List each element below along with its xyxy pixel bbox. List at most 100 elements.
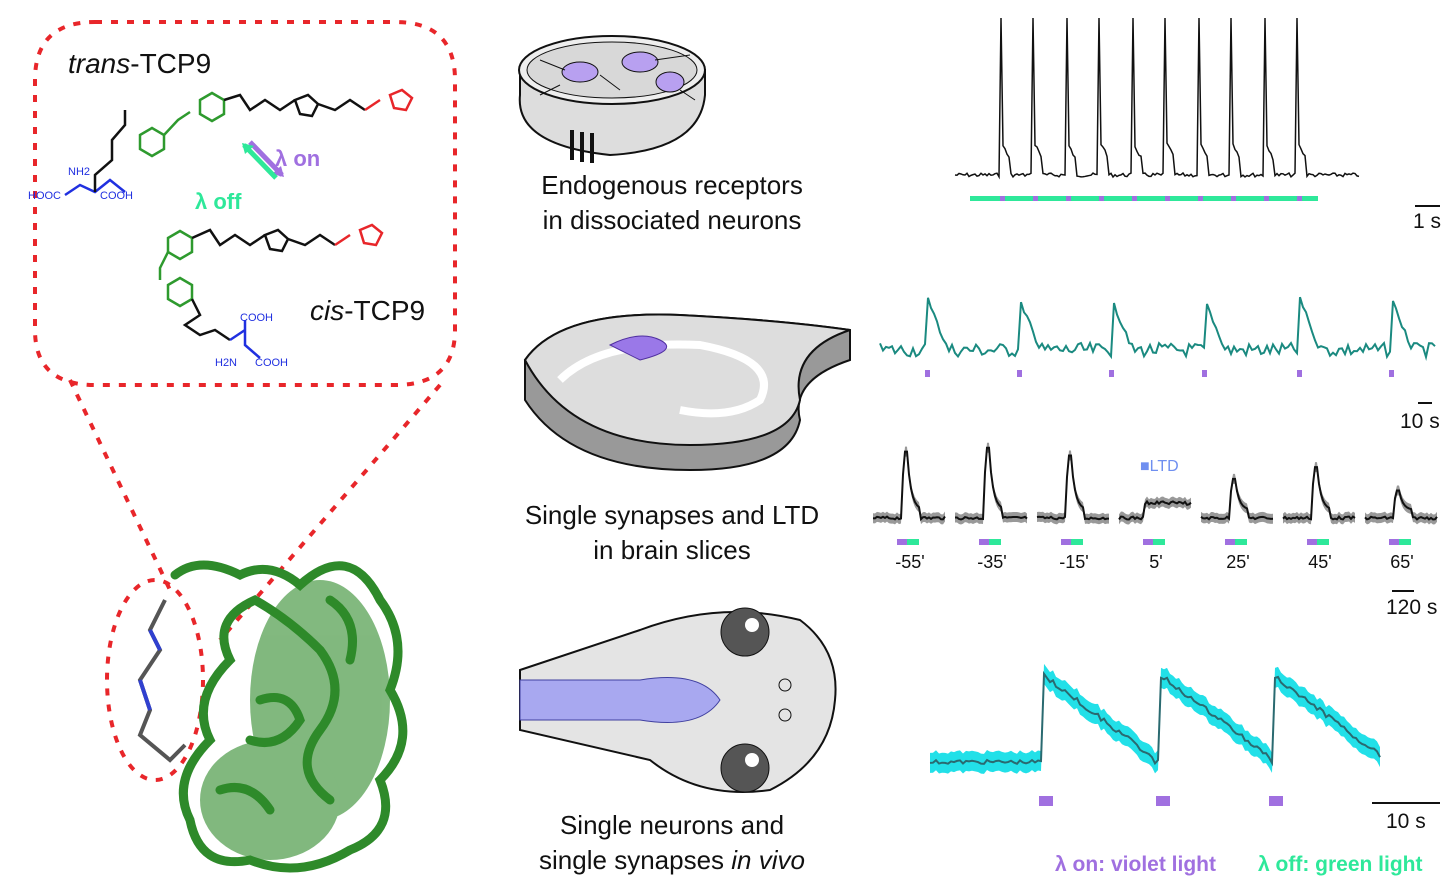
trace-sem-band bbox=[955, 442, 1027, 525]
violet-pulse bbox=[979, 539, 989, 545]
scale-label-10s: 10 s bbox=[1400, 410, 1440, 433]
photoswitch-arrows-icon bbox=[242, 140, 284, 180]
green-pulse bbox=[1071, 539, 1083, 545]
ligand-highlight bbox=[105, 578, 205, 782]
neuron-dish-illustration bbox=[518, 35, 706, 163]
ltd-mini-trace bbox=[872, 450, 946, 522]
hooc-label: HOOC bbox=[28, 190, 61, 202]
scale-bar bbox=[1418, 402, 1432, 404]
callout-box bbox=[33, 20, 457, 387]
trans-prefix: trans bbox=[68, 48, 131, 79]
violet-pulse bbox=[1143, 539, 1153, 545]
cis-suffix: -TCP9 bbox=[344, 295, 426, 326]
scale-label-10s-vivo: 10 s bbox=[1386, 810, 1426, 833]
brain-slice-illustration bbox=[523, 313, 851, 472]
caption-line: single synapses bbox=[539, 845, 732, 875]
caption-line: in dissociated neurons bbox=[542, 205, 802, 235]
caption-line: Single synapses and LTD bbox=[524, 500, 820, 530]
timepoint-label: 65' bbox=[1390, 552, 1414, 572]
green-pulse bbox=[1153, 539, 1165, 545]
violet-pulse bbox=[925, 370, 930, 377]
violet-pulse bbox=[1000, 196, 1005, 201]
callout-line bbox=[68, 379, 172, 591]
trans-suffix: -TCP9 bbox=[130, 48, 212, 79]
trace-sem-band bbox=[930, 663, 1380, 774]
violet-pulse bbox=[1165, 196, 1170, 201]
violet-pulse bbox=[1389, 539, 1399, 545]
trace-sem-band bbox=[1119, 496, 1191, 525]
trans-tcp9-structure bbox=[64, 88, 414, 197]
ltd-mini-trace bbox=[1118, 499, 1192, 521]
cis-prefix: cis bbox=[310, 295, 345, 326]
violet-pulse bbox=[1033, 196, 1038, 201]
violet-pulse bbox=[1307, 539, 1317, 545]
calcium-trace-in-vivo bbox=[929, 670, 1381, 767]
legend-lambda-on: λ on: violet light bbox=[1055, 853, 1216, 876]
legend-lambda-off: λ off: green light bbox=[1258, 853, 1423, 876]
zebrafish-illustration bbox=[519, 607, 837, 793]
lambda-off-label: λ off bbox=[195, 189, 242, 214]
trace-sem-band bbox=[1365, 485, 1437, 525]
trace-sem-band bbox=[1037, 450, 1109, 525]
violet-pulse bbox=[1297, 196, 1302, 201]
green-pulse bbox=[989, 539, 1001, 545]
green-light-bar bbox=[970, 196, 1318, 201]
violet-pulse bbox=[1198, 196, 1203, 201]
violet-pulse bbox=[1269, 796, 1283, 806]
trace-sem-band bbox=[1283, 462, 1355, 525]
caption-line: in brain slices bbox=[593, 535, 751, 565]
ltd-mini-trace bbox=[1282, 466, 1356, 521]
violet-pulse bbox=[897, 539, 907, 545]
violet-pulse bbox=[1066, 196, 1071, 201]
green-pulse bbox=[1399, 539, 1411, 545]
caption-dissociated: Endogenous receptors in dissociated neuro… bbox=[492, 168, 852, 238]
green-pulse bbox=[907, 539, 919, 545]
scale-bar bbox=[1392, 590, 1414, 592]
violet-pulse bbox=[1202, 370, 1207, 377]
ltd-mini-trace bbox=[1036, 454, 1110, 521]
scale-label-1s: 1 s bbox=[1413, 210, 1442, 233]
violet-pulse bbox=[1109, 370, 1114, 377]
violet-pulse bbox=[1297, 370, 1302, 377]
violet-pulse bbox=[1061, 539, 1071, 545]
ltd-label: ■LTD bbox=[1140, 458, 1179, 475]
ltd-mini-trace bbox=[1200, 477, 1274, 521]
trace-sem-band bbox=[873, 446, 945, 525]
nh2-label: NH2 bbox=[68, 166, 91, 178]
scale-bar bbox=[1372, 802, 1440, 804]
caption-italic: in vivo bbox=[731, 845, 805, 875]
violet-pulse bbox=[1132, 196, 1137, 201]
violet-pulse bbox=[1225, 539, 1235, 545]
lambda-on-label: λ on bbox=[275, 146, 321, 171]
cooh-label: COOH bbox=[100, 190, 133, 202]
violet-pulse bbox=[1231, 196, 1236, 201]
timepoint-label: -55' bbox=[895, 552, 925, 572]
violet-pulse bbox=[1017, 370, 1022, 377]
timepoint-label: 25' bbox=[1226, 552, 1250, 572]
violet-pulse bbox=[1039, 796, 1053, 806]
caption-slices: Single synapses and LTD in brain slices bbox=[492, 498, 852, 568]
violet-pulse bbox=[1264, 196, 1269, 201]
scale-bar bbox=[1415, 205, 1440, 207]
ligand-sticks bbox=[137, 599, 187, 763]
caption-line: Single neurons and bbox=[559, 810, 785, 840]
caption-line: Endogenous receptors bbox=[541, 170, 803, 200]
ltd-mini-trace bbox=[954, 446, 1028, 521]
timepoint-label: 45' bbox=[1308, 552, 1332, 572]
calcium-trace-slice bbox=[879, 296, 1436, 361]
timepoint-label: 5' bbox=[1149, 552, 1163, 572]
violet-pulse bbox=[1389, 370, 1394, 377]
trace-layer bbox=[872, 17, 1438, 806]
timepoint-label: -35' bbox=[977, 552, 1007, 572]
timepoint-label: -15' bbox=[1059, 552, 1089, 572]
trans-tcp9-label: trans-TCP9 bbox=[68, 48, 211, 80]
green-pulse bbox=[1235, 539, 1247, 545]
caption-in-vivo: Single neurons and single synapses in viv… bbox=[492, 808, 852, 878]
cis-tcp9-structure bbox=[158, 223, 384, 359]
ltd-text: LTD bbox=[1149, 458, 1179, 475]
h2n-label: H2N bbox=[215, 357, 238, 369]
cis-tcp9-label: cis-TCP9 bbox=[310, 295, 425, 327]
violet-pulse bbox=[1156, 796, 1170, 806]
green-pulse bbox=[1317, 539, 1329, 545]
